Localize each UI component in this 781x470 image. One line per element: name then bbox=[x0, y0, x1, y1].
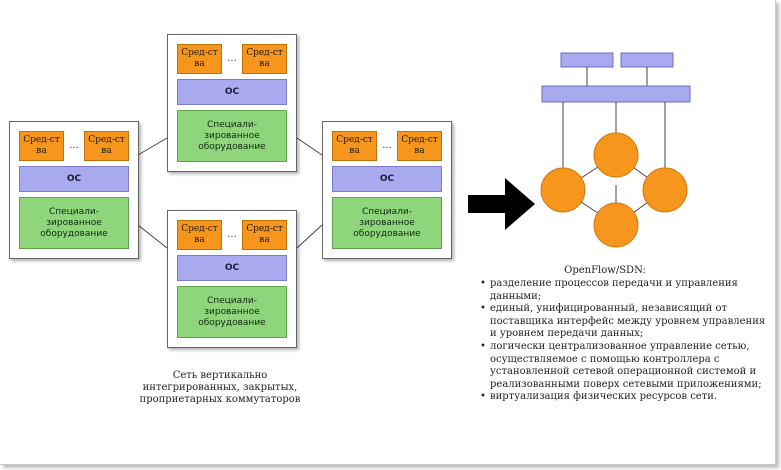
switch-top: Сред-ства ... Сред-ства ОС Специали-зиро… bbox=[167, 34, 297, 172]
transition-arrow-icon bbox=[468, 178, 535, 230]
switch-right: Сред-ства ... Сред-ства ОС Специали-зиро… bbox=[322, 121, 452, 259]
os-layer: ОС bbox=[177, 79, 287, 105]
os-layer: ОС bbox=[19, 166, 129, 192]
tools-block-left: Сред-ства bbox=[177, 44, 222, 74]
tools-ellipsis: ... bbox=[227, 229, 237, 240]
switch-left: Сред-ства ... Сред-ства ОС Специали-зиро… bbox=[9, 121, 139, 259]
link-top-right bbox=[296, 137, 323, 156]
link-bottom-right bbox=[296, 224, 323, 249]
switch-bottom: Сред-ства ... Сред-ства ОС Специали-зиро… bbox=[167, 210, 297, 348]
hardware-layer: Специали-зированное оборудование bbox=[177, 286, 287, 338]
sdn-controller-bar bbox=[541, 85, 691, 103]
openflow-bullet: разделение процессов передачи и управлен… bbox=[480, 278, 770, 303]
os-layer: ОС bbox=[177, 255, 287, 281]
openflow-title: OpenFlow/SDN: bbox=[564, 265, 646, 276]
left-caption: Сеть вертикально интегрированных, закрыт… bbox=[139, 370, 301, 405]
tools-block-right: Сред-ства bbox=[84, 131, 129, 161]
sdn-app-bar-right bbox=[620, 52, 674, 68]
tools-block-left: Сред-ства bbox=[19, 131, 64, 161]
hardware-layer: Специали-зированное оборудование bbox=[177, 110, 287, 162]
sdn-node-left bbox=[540, 167, 586, 213]
openflow-bullets: разделение процессов передачи и управлен… bbox=[480, 278, 770, 404]
tools-ellipsis: ... bbox=[69, 140, 79, 151]
sdn-node-bottom bbox=[593, 202, 639, 248]
tools-ellipsis: ... bbox=[227, 53, 237, 64]
hardware-layer: Специали-зированное оборудование bbox=[19, 197, 129, 249]
tools-block-left: Сред-ства bbox=[177, 220, 222, 250]
sdn-node-top bbox=[593, 132, 639, 178]
tools-block-right: Сред-ства bbox=[242, 44, 287, 74]
os-layer: ОС bbox=[332, 166, 442, 192]
openflow-bullet: логически централизованное управление се… bbox=[480, 341, 770, 391]
sdn-app-bar-left bbox=[560, 52, 614, 68]
link-left-bottom bbox=[137, 224, 168, 249]
openflow-bullet: виртуализация физических ресурсов сети. bbox=[480, 391, 770, 404]
openflow-bullet: единый, унифицированный, независящий от … bbox=[480, 303, 770, 341]
tools-block-left: Сред-ства bbox=[332, 131, 377, 161]
link-left-top bbox=[137, 137, 168, 156]
tools-ellipsis: ... bbox=[382, 140, 392, 151]
tools-block-right: Сред-ства bbox=[242, 220, 287, 250]
sdn-node-right bbox=[642, 167, 688, 213]
hardware-layer: Специали-зированное оборудование bbox=[332, 197, 442, 249]
tools-block-right: Сред-ства bbox=[397, 131, 442, 161]
